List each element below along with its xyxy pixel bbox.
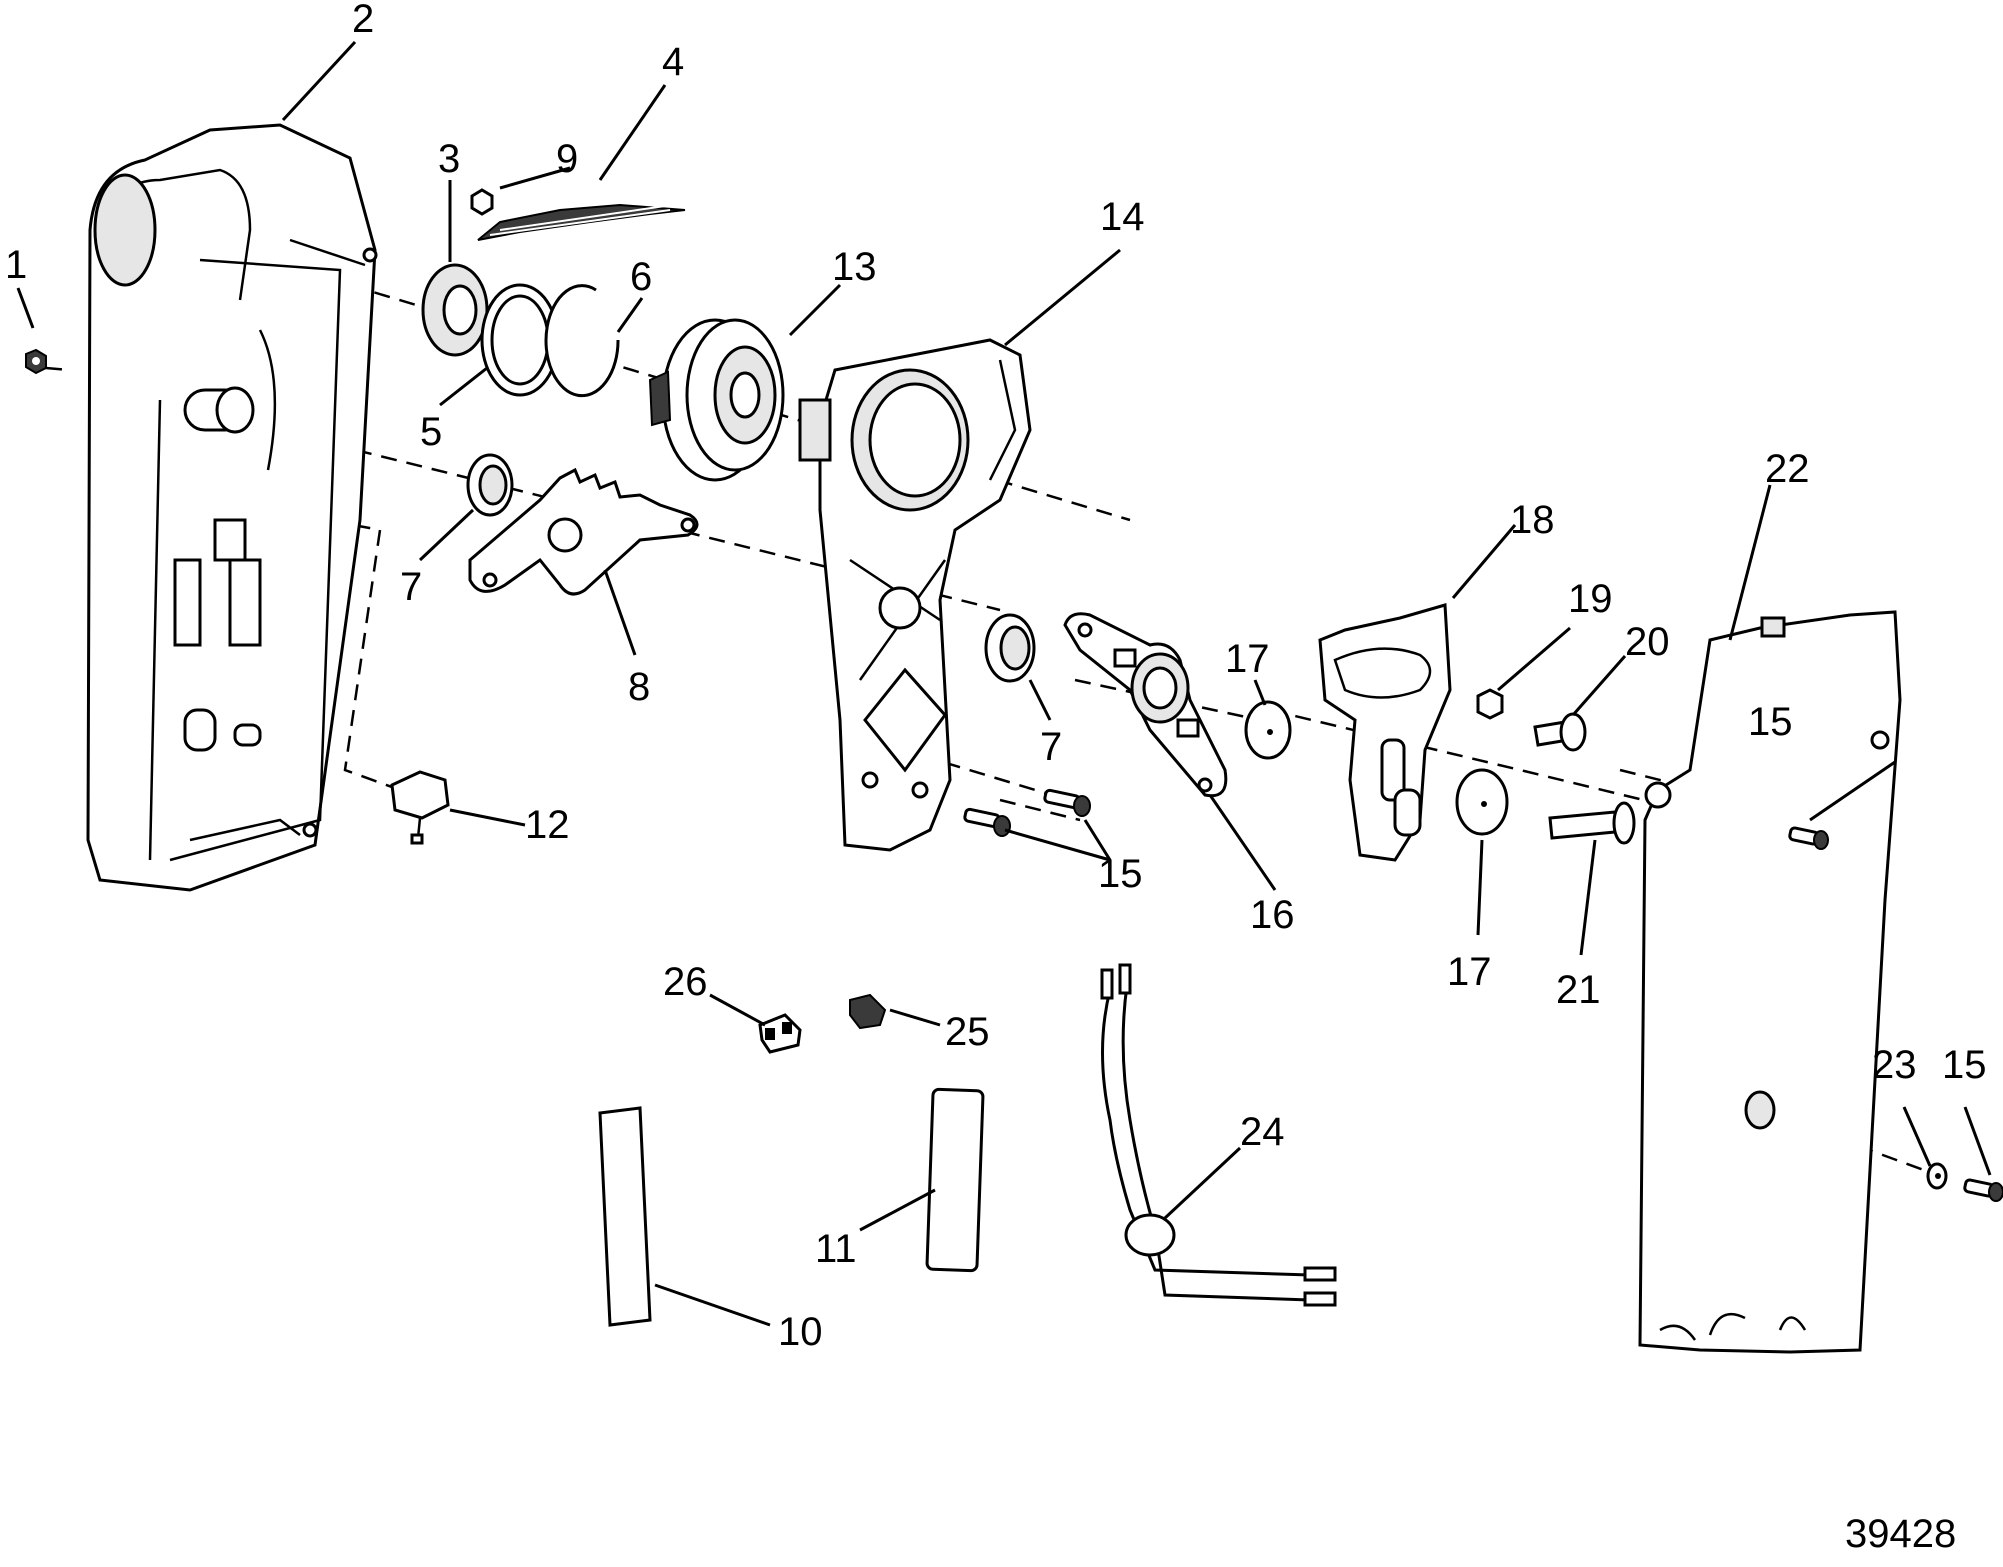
- label-17-lower: 17: [1447, 950, 1492, 994]
- part-17-washer-b: [1455, 768, 1509, 836]
- label-23: 23: [1872, 1043, 1917, 1087]
- part-21-screw: [1548, 801, 1636, 845]
- part-7-bushing-lower: [984, 613, 1036, 683]
- figure-id: 39428: [1845, 1512, 1956, 1556]
- part-16-arm: [1063, 612, 1228, 798]
- part-2-housing: [86, 123, 378, 892]
- part-6-ring: [544, 284, 620, 398]
- label-10: 10: [778, 1310, 823, 1354]
- part-15-screw-c: [1788, 826, 1829, 850]
- part-7-bushing-upper: [466, 453, 514, 517]
- part-20-screw: [1533, 712, 1587, 752]
- part-9-nut: [470, 188, 494, 216]
- callout-labels: 1 2 3 4 5 6 7 7 8 9 10 11 12 13 14 15 15…: [5, 0, 1987, 1556]
- label-6: 6: [630, 255, 652, 299]
- label-14: 14: [1100, 195, 1145, 239]
- part-22-cover: [1638, 610, 1902, 1354]
- label-8: 8: [628, 665, 650, 709]
- label-1: 1: [5, 243, 27, 287]
- part-15-screw-d: [1963, 1178, 2003, 1202]
- label-5: 5: [420, 410, 442, 454]
- label-21: 21: [1556, 968, 1601, 1012]
- label-25: 25: [945, 1010, 990, 1054]
- part-19-nut: [1476, 688, 1504, 720]
- part-10-strip: [598, 1106, 652, 1327]
- part-25-clip: [849, 993, 887, 1030]
- part-1-nut: [25, 348, 47, 375]
- part-14-bracket: [798, 338, 1032, 852]
- label-12: 12: [525, 803, 570, 847]
- label-11: 11: [815, 1227, 857, 1271]
- part-13-hub: [648, 318, 785, 482]
- label-18: 18: [1510, 498, 1555, 542]
- leader-lines: [16, 40, 1992, 1327]
- label-19: 19: [1568, 577, 1613, 621]
- part-15-screw-b: [963, 807, 1011, 837]
- part-17-washer-a: [1244, 700, 1292, 760]
- part-23-washer: [1926, 1162, 1948, 1190]
- part-12-switch: [390, 770, 450, 845]
- label-9: 9: [556, 137, 578, 181]
- label-22: 22: [1765, 447, 1810, 491]
- label-16: 16: [1250, 893, 1295, 937]
- label-17-upper: 17: [1225, 637, 1270, 681]
- label-15-bracket: 15: [1098, 852, 1143, 896]
- label-20: 20: [1625, 620, 1670, 664]
- part-26-clip: [758, 1013, 802, 1054]
- label-15-lower: 15: [1942, 1043, 1987, 1087]
- label-7-upper: 7: [400, 565, 422, 609]
- label-3: 3: [438, 137, 460, 181]
- part-11-strip: [925, 1087, 985, 1273]
- label-26: 26: [663, 960, 708, 1004]
- part-8-lever: [468, 467, 699, 596]
- part-24-harness: [1100, 963, 1337, 1307]
- part-15-screw-a: [1043, 788, 1091, 817]
- part-3-plate: [421, 263, 489, 357]
- label-13: 13: [832, 245, 877, 289]
- part-18-cam-plate: [1318, 603, 1452, 862]
- label-7-lower: 7: [1040, 725, 1062, 769]
- label-15-cover: 15: [1748, 700, 1793, 744]
- label-2: 2: [352, 0, 374, 41]
- label-24: 24: [1240, 1110, 1285, 1154]
- part-4-springs: [477, 203, 686, 241]
- label-4: 4: [662, 40, 684, 84]
- part-5-washer: [480, 283, 560, 397]
